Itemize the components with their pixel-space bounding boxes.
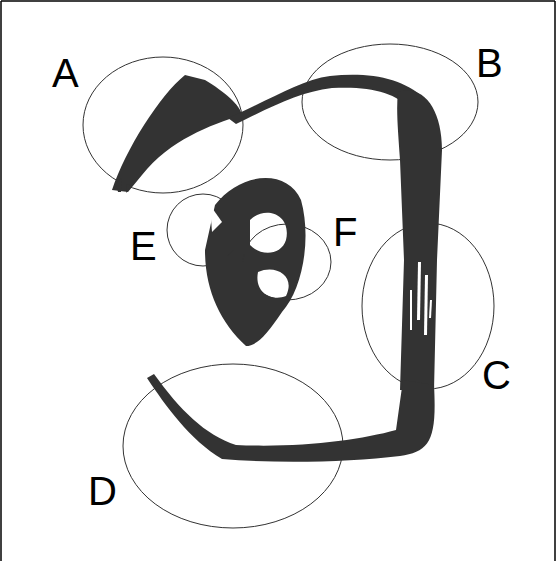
brush-strokes [112, 75, 442, 462]
region-letter: C [482, 355, 511, 395]
region-letter: F [333, 212, 357, 252]
dry-brush-streaks [210, 205, 432, 335]
region-letter: B [476, 43, 503, 83]
region-letter: D [88, 471, 117, 511]
region-letter: A [52, 53, 79, 93]
region-letter: E [130, 226, 157, 266]
region-ellipses [83, 44, 494, 528]
